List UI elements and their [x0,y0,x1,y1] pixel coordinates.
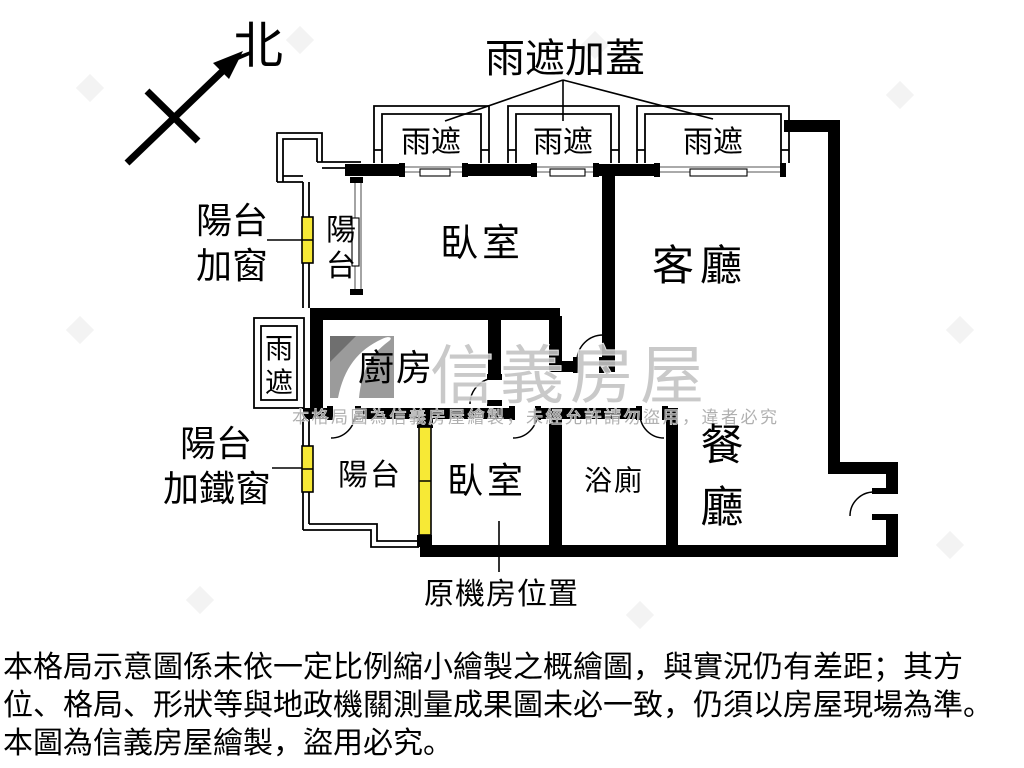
north-arrow-line [124,61,233,166]
disclaimer-line-2: 位、格局、形狀等與地政機關測量成果圖未必一致，仍須以房屋現場為準。 [3,688,993,723]
north-arrow-cross [144,88,201,144]
callout-balcony-window-1: 陽台 [196,201,268,242]
callout-rainshade-box3: 雨遮 [683,125,743,160]
room-label-balcony-top-1: 陽 [326,213,356,248]
room-label-rainshade-side-2: 遮 [265,366,293,399]
room-label-bedroom-bottom: 臥室 [447,461,527,502]
callout-balcony-window-2: 加窗 [196,246,268,287]
window-panes [351,168,748,267]
north-arrow-head [213,51,243,79]
room-label-bedroom-top: 臥室 [440,221,524,265]
diamond-watermark-tiles [65,25,975,630]
room-label-living: 客廳 [652,241,748,290]
compass: 北 [124,17,283,166]
callout-iron-window-2: 加鐵窗 [163,469,271,510]
brand-watermark: 信義房屋 本格局圖為信義房屋繪製，未經允許請勿盜用，違者必究 [292,336,780,429]
callout-rainshade-box2: 雨遮 [533,125,593,160]
room-label-kitchen: 廚房 [358,348,434,389]
north-label: 北 [233,17,283,75]
callout-annotations: 雨遮加蓋 雨遮 雨遮 雨遮 陽台 加窗 陽台 加鐵窗 原機房位置 [163,36,743,612]
room-label-balcony-top-2: 台 [326,249,356,284]
callout-rain-cover-title: 雨遮加蓋 [485,36,645,82]
room-label-balcony-bottom: 陽台 [338,458,402,493]
walls-thick [303,120,898,557]
disclaimer-text: 本格局示意圖係未依一定比例縮小繪製之概繪圖，與實況仍有差距；其方 位、格局、形狀… [3,650,993,761]
balcony-thin-walls [276,132,419,548]
room-label-dining-1: 餐 [701,421,744,471]
callout-iron-window-1: 陽台 [180,424,252,465]
room-label-bathroom: 浴廁 [584,464,644,497]
room-label-dining-2: 廳 [701,483,744,533]
callout-machine-room: 原機房位置 [424,577,579,612]
rain-shade-side-box [253,317,305,409]
door-arcs [330,334,875,517]
disclaimer-line-3: 本圖為信義房屋繪製，盜用必究。 [3,726,453,761]
room-labels: 臥室 客廳 廚房 陽 台 陽台 臥室 浴廁 餐 廳 雨 遮 [265,213,748,533]
room-label-rainshade-side-1: 雨 [265,332,293,365]
disclaimer-line-1: 本格局示意圖係未依一定比例縮小繪製之概繪圖，與實況仍有差距；其方 [3,650,963,685]
callout-rainshade-box1: 雨遮 [401,125,461,160]
watermark-notice-text: 本格局圖為信義房屋繪製，未經允許請勿盜用，違者必究 [292,408,780,428]
watermark-brand-text: 信義房屋 [430,340,710,414]
callout-rain-cover-pointers [444,79,714,122]
